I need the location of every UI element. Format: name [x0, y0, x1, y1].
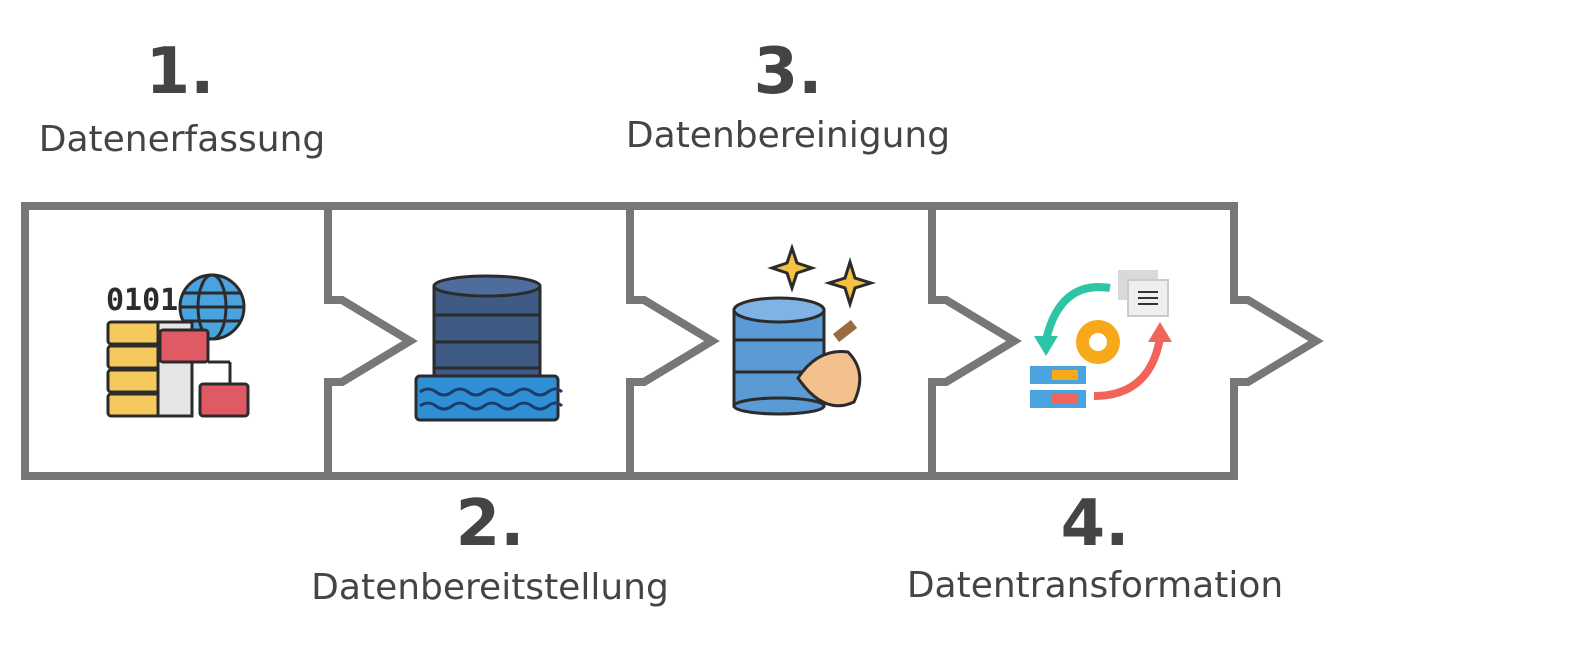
step-2-label: Datenbereitstellung	[311, 567, 669, 608]
data-collection-icon: 0101	[106, 273, 250, 418]
step-1-label: Datenerfassung	[38, 119, 326, 160]
step-4-number: 4.	[1060, 487, 1130, 561]
step-4-label: Datentransformation	[906, 565, 1284, 606]
database-cleaning-icon	[732, 243, 877, 416]
step-4-box	[928, 202, 1324, 480]
database-water-icon	[414, 274, 564, 422]
step-3-number: 3.	[753, 35, 823, 109]
binary-text: 0101	[106, 283, 178, 318]
data-transformation-icon	[1030, 270, 1172, 408]
step-1-number: 1.	[145, 35, 215, 109]
step-2-number: 2.	[455, 487, 525, 561]
step-3-label: Datenbereinigung	[625, 115, 951, 156]
step-1-box	[21, 202, 418, 480]
